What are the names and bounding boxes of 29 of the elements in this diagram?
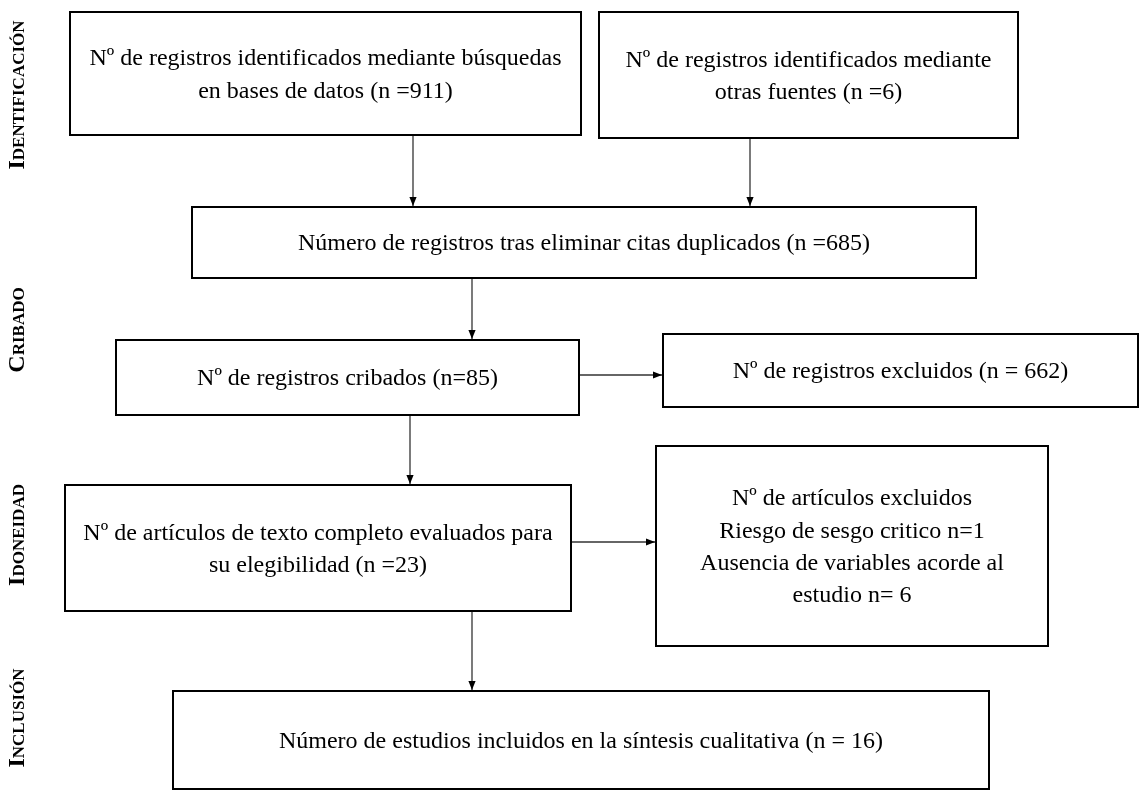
arrow (579, 371, 663, 379)
box-text: Nº de registros excluidos (n = 662) (732, 356, 1069, 386)
process-box (662, 333, 1139, 408)
process-box (172, 690, 990, 790)
arrow (406, 415, 414, 485)
box-text: Nº de registros identificados mediante búsquedas en bases de datos (n =911) (88, 43, 563, 105)
stage-label: Idoneidad (4, 484, 28, 586)
stage-label: Inclusión (4, 668, 28, 768)
arrow (468, 278, 476, 340)
arrow (409, 135, 417, 207)
stage-label: Identificación (4, 20, 28, 170)
process-box (115, 339, 580, 416)
stage-label: Cribado (4, 287, 28, 373)
box-text: Nº de artículos excluidos (731, 483, 972, 513)
box-text: Número de estudios incluidos en la síntesis cualitativa (n = 16) (278, 725, 884, 755)
arrow (746, 138, 754, 207)
process-box (191, 206, 977, 279)
arrow (571, 538, 656, 546)
process-box (655, 445, 1049, 647)
box-text: Riesgo de sesgo critico n=1 (719, 515, 985, 545)
process-box (69, 11, 582, 136)
arrow (468, 611, 476, 691)
box-text: Nº de registros identificados mediante otras fuentes (n =6) (624, 44, 993, 106)
box-text: Ausencia de variables acorde al estudio n= 6 (699, 548, 1005, 610)
process-box (598, 11, 1019, 139)
box-text: Nº de artículos de texto completo evaluados para su elegibilidad (n =23) (82, 517, 554, 579)
box-text: Nº de registros cribados (n=85) (197, 363, 498, 393)
box-text: Número de registros tras eliminar citas duplicados (n =685) (297, 228, 871, 258)
process-box (64, 484, 572, 612)
